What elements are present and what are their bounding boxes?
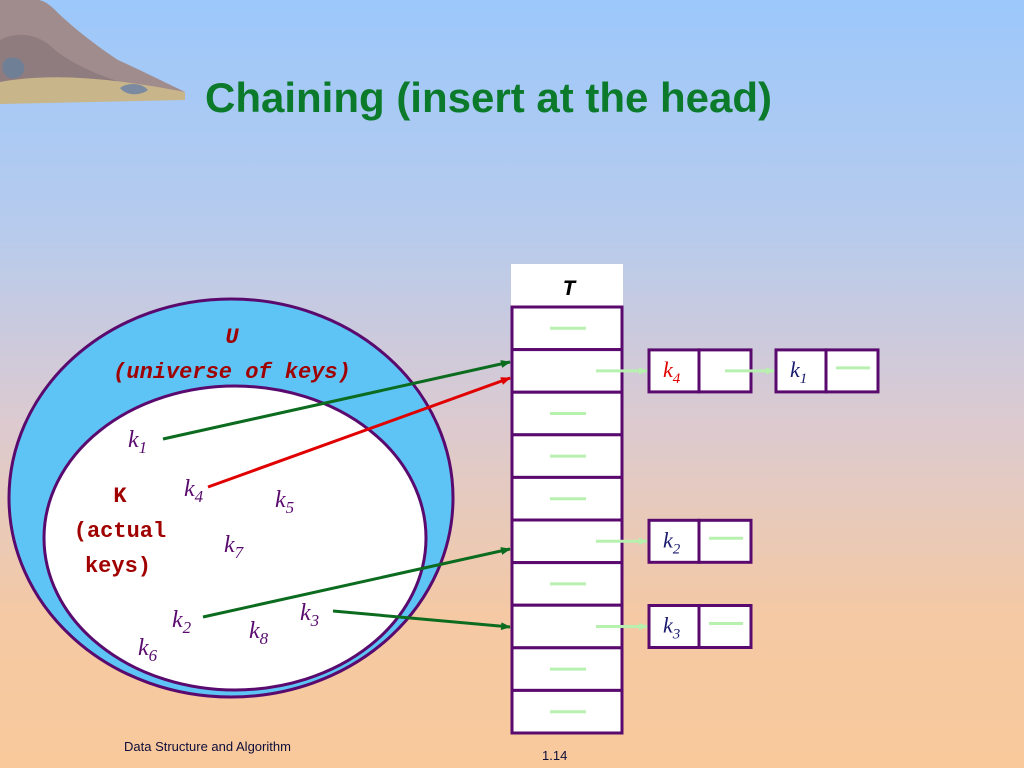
list-node-key-cell <box>647 348 701 394</box>
corner-landscape-image <box>0 0 185 104</box>
chain-node-key-0-0-subscript: 4 <box>673 371 681 387</box>
table-header-cell <box>511 264 623 306</box>
chain-node-key-0-0: k4 <box>663 357 681 387</box>
key-label-k2-base: k <box>172 607 183 633</box>
list-node-next-cell <box>697 604 753 649</box>
key-label-k2: k2 <box>172 607 192 637</box>
actual-keys-description-line1: (actual <box>74 519 166 544</box>
key-label-k1: k1 <box>128 427 147 457</box>
key-label-k6-base: k <box>138 635 149 661</box>
key-label-k2-subscript: 2 <box>183 618 192 637</box>
key-label-k5-subscript: 5 <box>286 498 295 517</box>
key-label-k4-base: k <box>184 476 195 502</box>
slide-title: Chaining (insert at the head) <box>205 74 773 121</box>
list-node-key-cell <box>647 604 701 649</box>
chain-node-key-0-0-base: k <box>663 357 674 382</box>
key-label-k1-base: k <box>128 427 139 453</box>
key-label-k8: k8 <box>249 618 269 648</box>
key-label-k4-subscript: 4 <box>195 487 204 506</box>
key-label-k5: k5 <box>275 487 294 517</box>
chain-node-key-1-0-subscript: 2 <box>673 541 681 557</box>
actual-keys-description-line2: keys) <box>85 554 151 579</box>
list-node-next-cell <box>697 518 753 564</box>
table-label: T <box>562 277 577 302</box>
key-label-k3: k3 <box>300 600 319 630</box>
footer-page-number: 1.14 <box>542 748 568 763</box>
universe-description: (universe of keys) <box>113 360 351 385</box>
key-label-k3-base: k <box>300 600 311 626</box>
table-slot-8 <box>510 646 624 692</box>
chain-node-key-0-1-base: k <box>790 357 801 382</box>
key-label-k6-subscript: 6 <box>149 646 158 665</box>
hash-arrow-k1 <box>162 360 511 441</box>
key-label-k1-subscript: 1 <box>139 438 148 457</box>
key-label-k8-base: k <box>249 618 260 644</box>
chain-node-key-1-0-base: k <box>663 527 674 552</box>
key-label-k3-subscript: 3 <box>310 611 320 630</box>
key-label-k7-base: k <box>224 532 235 558</box>
hash-arrow-k2 <box>202 547 511 619</box>
footer-course-name: Data Structure and Algorithm <box>124 739 291 754</box>
key-label-k4: k4 <box>184 476 204 506</box>
key-label-k7: k7 <box>224 532 245 562</box>
key-label-k6: k6 <box>138 635 158 665</box>
chain-node-key-2-0-base: k <box>663 613 674 638</box>
chain-node-key-1-0: k2 <box>663 527 681 557</box>
actual-keys-set <box>42 384 428 692</box>
list-node-key-cell <box>647 518 701 564</box>
list-node-next-cell <box>824 348 880 394</box>
key-label-k8-subscript: 8 <box>260 629 269 648</box>
chain-node-key-2-0-subscript: 3 <box>672 627 681 643</box>
hash-arrow-k3 <box>332 609 511 631</box>
hash-arrow-k4 <box>207 376 511 489</box>
actual-keys-label: K <box>113 484 127 509</box>
chain-node-key-0-1: k1 <box>790 357 807 387</box>
key-label-k5-base: k <box>275 487 286 513</box>
universe-label: U <box>225 325 239 350</box>
key-label-k7-subscript: 7 <box>235 543 245 562</box>
chain-node-key-2-0: k3 <box>663 613 680 643</box>
chain-node-key-0-1-subscript: 1 <box>800 371 808 387</box>
